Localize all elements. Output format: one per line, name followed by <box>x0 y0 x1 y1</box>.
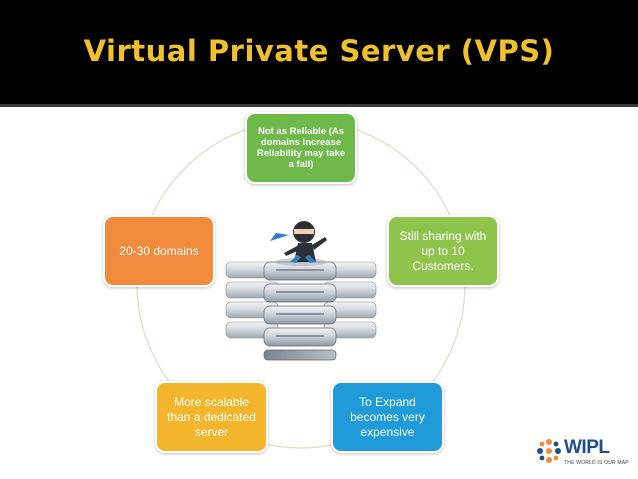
cycle-node-reliability: Not as Reliable (As domains increase Rel… <box>245 112 357 184</box>
ninja-icon <box>270 221 327 266</box>
cycle-node-scalability: More scalable than a dedicated server <box>155 381 268 453</box>
server-unit-front <box>263 261 337 361</box>
cycle-node-reliability-text: Not as Reliable (As domains increase Rel… <box>256 126 346 170</box>
wipl-logo-mark-icon <box>537 439 561 463</box>
cycle-node-expense: To Expand becomes very expensive <box>331 381 444 453</box>
cycle-node-scalability-text: More scalable than a dedicated server <box>167 394 256 439</box>
wipl-logo-name: WIPL <box>564 437 610 458</box>
cycle-node-expense-text: To Expand becomes very expensive <box>350 394 425 439</box>
cycle-node-sharing: Still sharing with up to 10 Customers. <box>387 215 499 287</box>
cycle-node-sharing-text: Still sharing with up to 10 Customers. <box>399 228 487 273</box>
cycle-node-domains: 20-30 domains <box>103 215 215 287</box>
title-bar: Virtual Private Server (VPS) <box>0 0 638 107</box>
cycle-node-domains-text: 20-30 domains <box>119 243 199 258</box>
wipl-logo-tagline: THE WORLD IS OUR MAP <box>564 460 629 466</box>
slide-title: Virtual Private Server (VPS) <box>83 34 555 68</box>
wipl-logo: WIPL THE WORLD IS OUR MAP <box>536 436 632 472</box>
